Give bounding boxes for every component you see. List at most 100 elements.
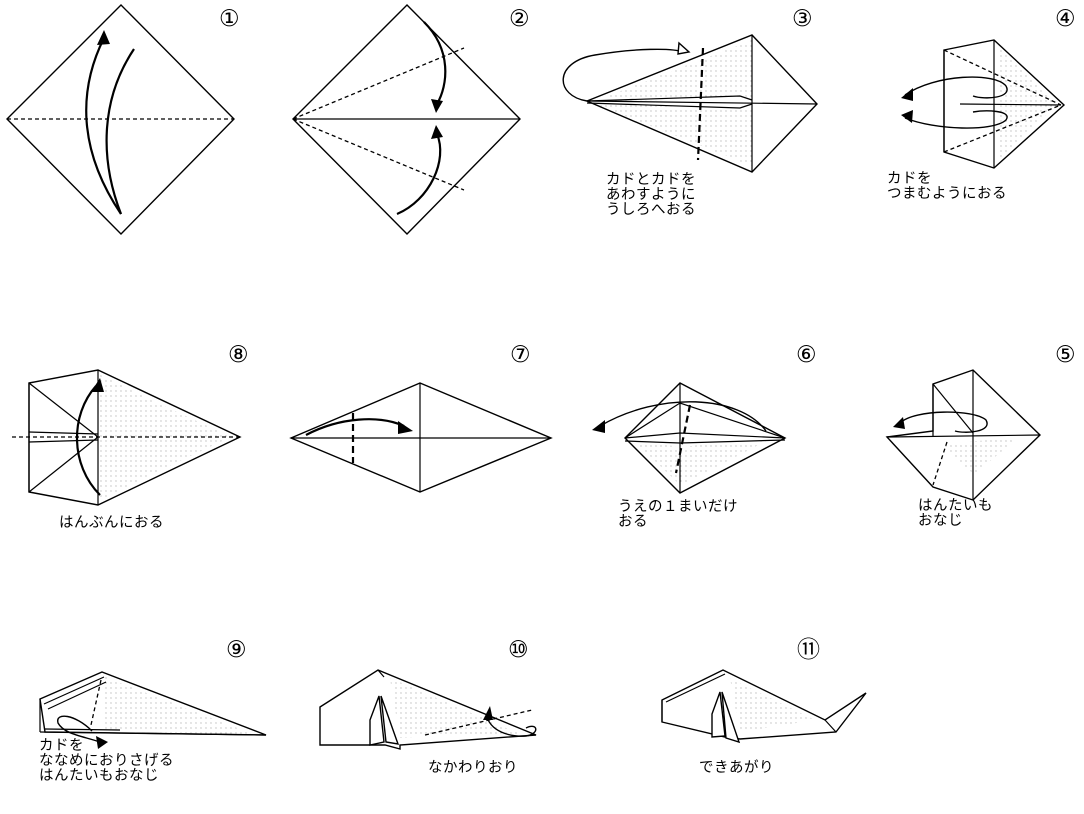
step-5-diagram bbox=[885, 369, 1042, 501]
step-8-number: ⑧ bbox=[228, 342, 249, 368]
center-line bbox=[586, 100, 818, 105]
center-line bbox=[959, 103, 1062, 106]
arrow-head bbox=[97, 30, 110, 45]
valley-fold-line bbox=[696, 47, 705, 161]
shading bbox=[100, 375, 230, 500]
step-4: ④ カドを つまむようにおる bbox=[875, 0, 1084, 240]
arrow-head-open bbox=[677, 41, 691, 55]
step-7-diagram bbox=[289, 382, 553, 493]
fin-left bbox=[369, 695, 385, 746]
arrow-head bbox=[91, 378, 104, 392]
step-2-diagram bbox=[292, 4, 521, 235]
step-9-diagram bbox=[39, 671, 267, 749]
arrow-head-bottom bbox=[901, 110, 913, 123]
arrow-head-top bbox=[901, 88, 913, 101]
shading bbox=[105, 677, 255, 735]
fin-right bbox=[380, 695, 400, 745]
step-11: ⑪ できあがり bbox=[640, 632, 900, 814]
back-fold-arrow bbox=[562, 48, 684, 102]
step-11-number: ⑪ bbox=[797, 637, 820, 663]
arrow-head bbox=[893, 417, 905, 429]
flap-edges bbox=[586, 95, 753, 109]
step-7: ⑦ bbox=[280, 335, 560, 535]
step-10: ⑩ なかわりおり bbox=[300, 632, 560, 814]
step-3-diagram bbox=[562, 34, 818, 173]
fold-arrow bbox=[57, 715, 101, 743]
fold-arrow bbox=[305, 418, 405, 436]
top-fold-line bbox=[292, 47, 465, 120]
step-8-caption: はんぶんにおる bbox=[59, 515, 164, 531]
shading bbox=[635, 439, 770, 485]
step-5: ⑤ はんたいも おなじ bbox=[875, 335, 1084, 555]
shading bbox=[939, 439, 1015, 475]
step-9: ⑨ カドを ななめにおりさげる はんたいもおなじ bbox=[0, 632, 270, 814]
body-edges bbox=[661, 673, 726, 722]
tail-edge bbox=[824, 719, 837, 733]
layer-edges bbox=[39, 676, 107, 732]
inner-top bbox=[28, 431, 99, 435]
step-2-number: ② bbox=[509, 6, 530, 32]
step-1-number: ① bbox=[219, 6, 240, 32]
step-11-diagram bbox=[661, 669, 867, 744]
step-10-caption: なかわりおり bbox=[428, 760, 518, 776]
step-10-diagram bbox=[319, 669, 537, 750]
top-fold-arrow bbox=[423, 21, 447, 105]
bottom-fold-arrow bbox=[396, 133, 442, 216]
step-4-number: ④ bbox=[1055, 6, 1076, 32]
step-1-diagram bbox=[6, 4, 235, 235]
step-4-caption: カドを つまむようにおる bbox=[887, 171, 1007, 202]
arrow-head-top bbox=[431, 99, 443, 113]
arrow-head bbox=[483, 706, 493, 720]
step-4-diagram bbox=[901, 39, 1066, 169]
step-6: ⑥ うえの１まいだけ おる bbox=[580, 335, 840, 555]
fold-arrow bbox=[75, 385, 101, 496]
flap-top bbox=[624, 402, 786, 439]
arrow-head bbox=[398, 421, 413, 434]
pinch-arrow-top bbox=[904, 76, 1008, 99]
step-8: ⑧ はんぶんにおる bbox=[0, 335, 270, 555]
step-6-number: ⑥ bbox=[796, 342, 817, 368]
shading bbox=[997, 46, 1058, 162]
inner-bottom bbox=[28, 439, 99, 443]
step-2: ② bbox=[280, 0, 540, 240]
step-10-number: ⑩ bbox=[508, 637, 529, 663]
inner-diag-1 bbox=[28, 382, 99, 438]
shading-bottom bbox=[595, 104, 752, 166]
fold-line bbox=[932, 441, 948, 486]
step-6-caption: うえの１まいだけ おる bbox=[618, 499, 738, 530]
fin-right bbox=[721, 691, 741, 744]
bottom-fold-line bbox=[292, 118, 465, 191]
fold-arrow-up bbox=[85, 37, 122, 215]
bottom-edge bbox=[39, 728, 267, 736]
step-6-diagram bbox=[592, 382, 787, 494]
arrow-head bbox=[592, 420, 605, 433]
fish-shape bbox=[624, 382, 787, 494]
bottom-line bbox=[886, 434, 1041, 438]
step-5-caption: はんたいも おなじ bbox=[918, 498, 993, 529]
arrow-head bbox=[96, 736, 108, 749]
fold-line bbox=[674, 404, 692, 474]
step-1: ① bbox=[0, 0, 260, 240]
shading bbox=[730, 678, 815, 732]
step-3-caption: カドとカドを あわすように うしろへおる bbox=[606, 172, 696, 218]
step-7-number: ⑦ bbox=[510, 342, 531, 368]
step-3: ③ カドとカドを あわすように うしろへおる bbox=[555, 0, 835, 240]
shading bbox=[390, 678, 520, 738]
arrow-head-bottom bbox=[431, 125, 443, 139]
diag-fold-bottom bbox=[943, 104, 1062, 153]
fold-arrow-curve bbox=[105, 48, 135, 215]
step-5-number: ⑤ bbox=[1055, 342, 1076, 368]
inner-diag-2 bbox=[28, 436, 99, 493]
step-8-diagram bbox=[12, 369, 242, 506]
fold-arrow bbox=[599, 401, 767, 432]
fold-arrow bbox=[485, 713, 537, 737]
fold-line bbox=[90, 679, 102, 726]
step-9-caption: カドを ななめにおりさげる はんたいもおなじ bbox=[39, 738, 174, 784]
step-3-number: ③ bbox=[792, 6, 813, 32]
step-9-number: ⑨ bbox=[226, 637, 247, 663]
top-edge bbox=[377, 669, 385, 678]
fold-arrow bbox=[899, 411, 988, 433]
fin-left bbox=[711, 691, 726, 738]
step-11-caption: できあがり bbox=[699, 760, 774, 776]
diag-fold-top bbox=[943, 49, 1062, 106]
